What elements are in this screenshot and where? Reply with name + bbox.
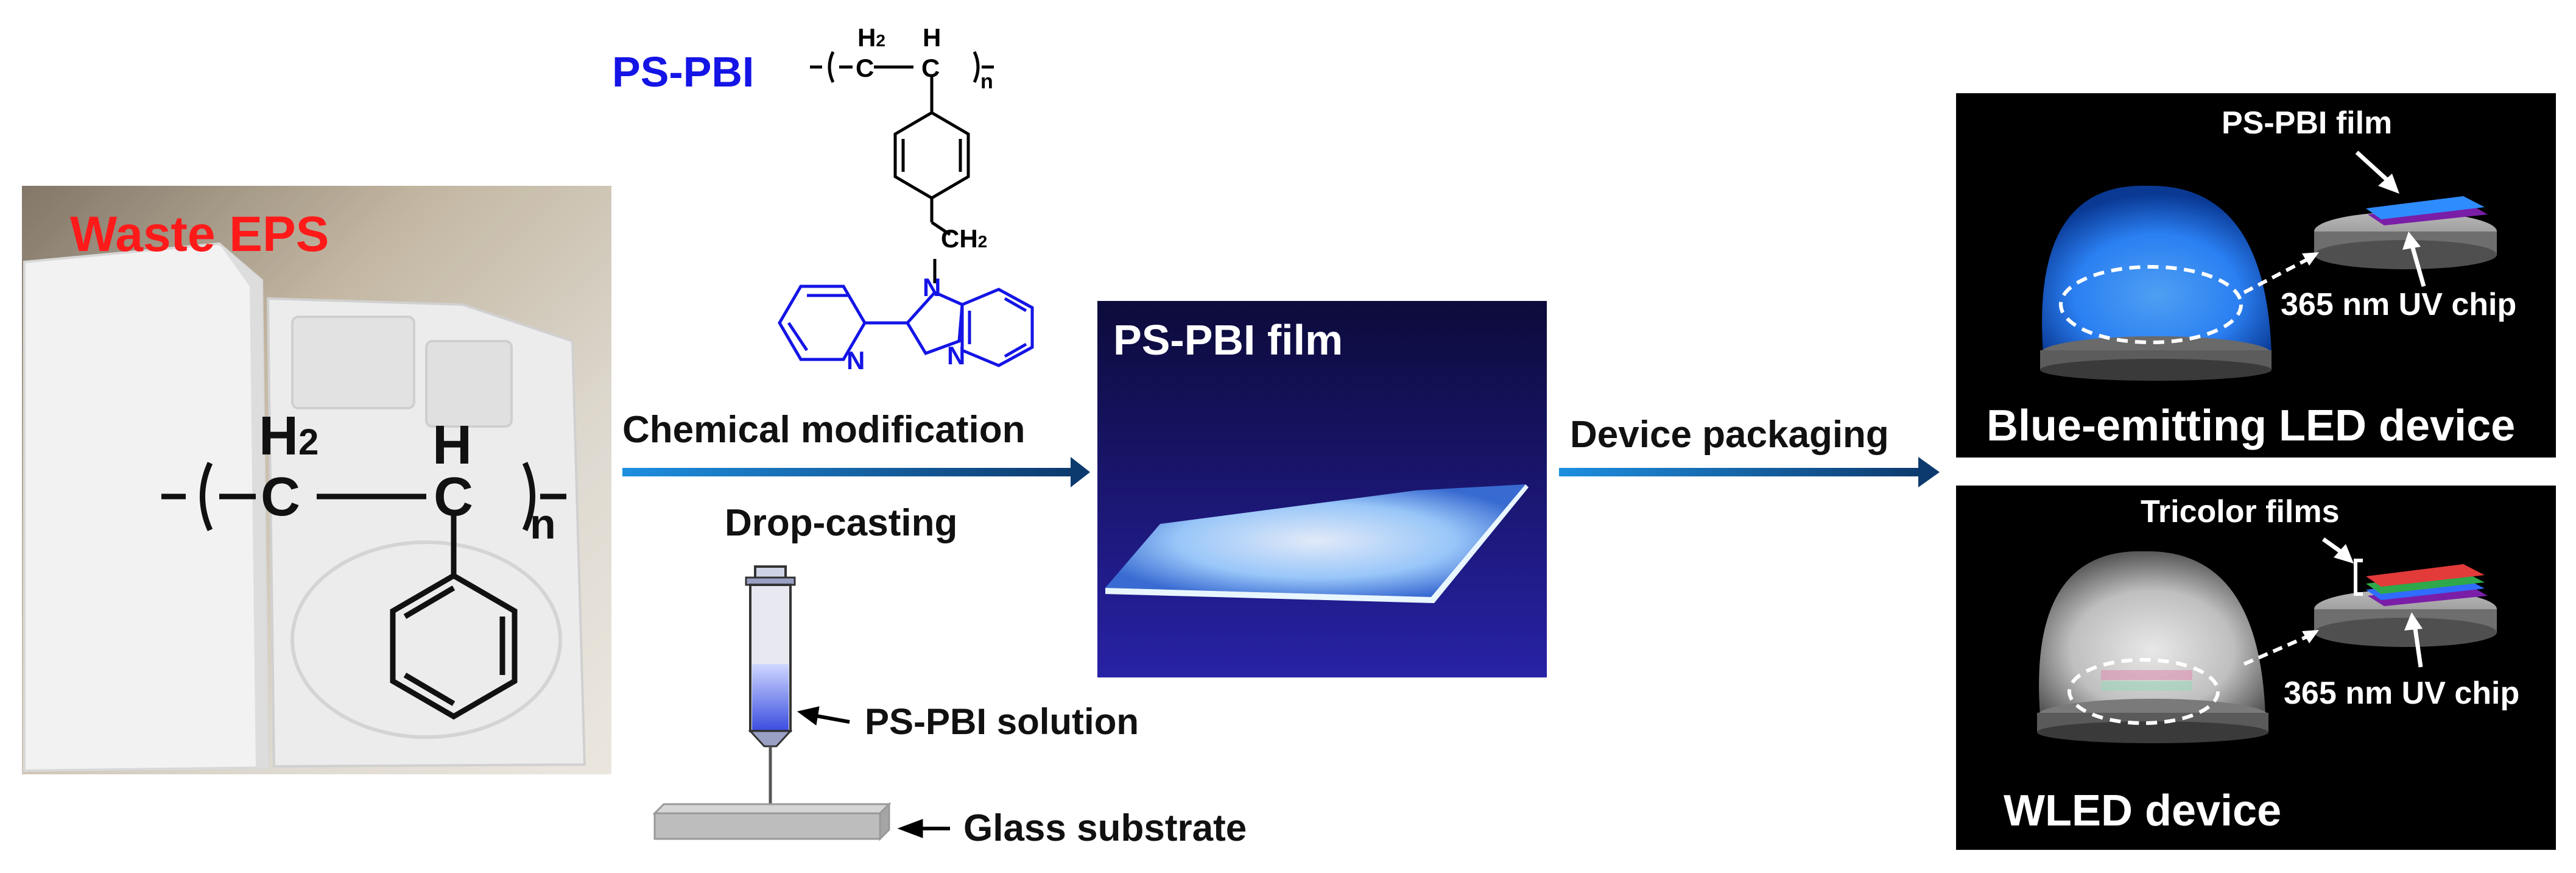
ps-h-label: H [432, 415, 472, 476]
wled-panel [1956, 486, 2556, 850]
waste-eps-title: Waste EPS [70, 207, 329, 262]
pointer-arrows [797, 706, 950, 838]
pspbi-c2-label: C [921, 54, 940, 82]
ps-c2-label: C [434, 467, 473, 528]
pspbi-structure [810, 51, 994, 283]
polystyrene-structure [161, 462, 566, 720]
pspbi-c1-label: C [856, 54, 875, 82]
benzimidazole-structure [778, 285, 1034, 367]
arrow-chemical-modification [622, 457, 1090, 487]
wled-title: WLED device [2004, 786, 2282, 835]
blue-led-chip-label: 365 nm UV chip [2281, 287, 2517, 322]
pspbi-title: PS-PBI [612, 48, 755, 96]
wled-chip-label: 365 nm UV chip [2284, 676, 2520, 711]
glass-substrate [652, 802, 892, 841]
pspbi-h-text: H [857, 23, 876, 52]
pspbi-h2-label: H2 [857, 23, 885, 52]
arrow-device-packaging [1559, 457, 1940, 487]
blue-led-film-label: PS-PBI film [2222, 105, 2393, 141]
syringe [745, 565, 796, 804]
pspbi-n-label: n [980, 70, 993, 93]
pspbi-ch2-label: CH2 [941, 224, 987, 253]
ps-c1-label: C [261, 467, 300, 528]
ps-h-text: H [259, 406, 298, 467]
pspbi-film-photo [1097, 301, 1547, 677]
chemical-modification-label: Chemical modification [622, 409, 1026, 451]
device-packaging-label: Device packaging [1570, 414, 1889, 456]
pspbi-n-atom-pyridine: N [846, 346, 865, 375]
pspbi-ch2-sub: 2 [977, 232, 988, 251]
ps-n-label: n [530, 500, 556, 548]
drop-casting-label: Drop-casting [725, 502, 958, 544]
ps-h2-label: H2 [259, 405, 318, 468]
waste-eps-photo [22, 186, 611, 774]
solution-label: PS-PBI solution [865, 701, 1139, 742]
blue-led-panel [1956, 93, 2556, 458]
pspbi-h-label: H [923, 23, 941, 52]
pspbi-h2-sub: 2 [876, 31, 885, 50]
film-photo-title: PS-PBI film [1113, 316, 1343, 364]
wled-film-label: Tricolor films [2141, 494, 2340, 529]
pspbi-n-atom-ring: N [947, 341, 966, 370]
ps-h2-sub: 2 [298, 422, 319, 462]
pspbi-n-atom-top: N [923, 273, 941, 302]
blue-led-title: Blue-emitting LED device [1987, 401, 2516, 450]
pspbi-ch-text: CH [941, 224, 978, 253]
substrate-label: Glass substrate [963, 807, 1247, 849]
